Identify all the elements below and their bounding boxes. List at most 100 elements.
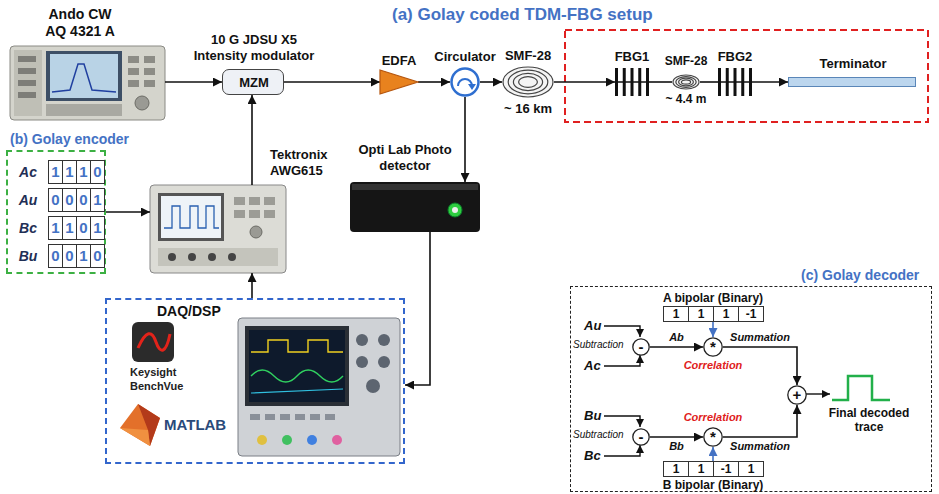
node-text: 0: [62, 188, 77, 212]
grating-bar: [615, 68, 618, 96]
bipolar-code-row: A bipolar (Binary)111-1: [663, 306, 763, 322]
bipolar-code-row: 11-11B bipolar (Binary): [663, 461, 763, 477]
laser-source: Ando CW AQ 4321 A: [10, 46, 165, 120]
grating-bar: [749, 68, 752, 96]
code-row: Au0001: [12, 188, 106, 212]
instrument-key: [234, 197, 245, 205]
node-text: (b) Golay encoder: [10, 131, 129, 148]
node-text: 1: [738, 461, 764, 477]
spool-ring: [676, 77, 696, 88]
connector: [712, 447, 714, 461]
connector: [650, 346, 703, 348]
connector: [712, 322, 714, 337]
connector-port: [188, 253, 196, 261]
connector: [464, 97, 466, 182]
connector: [418, 81, 450, 83]
node-text: 1: [90, 216, 105, 240]
node-text: EDFA: [382, 53, 417, 69]
terminator-bar: Terminator: [788, 77, 916, 87]
node-text: ~ 16 km: [504, 101, 552, 117]
annotation-label: Subtraction: [573, 339, 624, 351]
connector: [650, 436, 703, 438]
operator-circle: [633, 429, 649, 445]
grating-bar: [718, 68, 721, 96]
input-line: [604, 355, 640, 366]
node-text: -: [632, 428, 650, 446]
node-text: 0: [62, 244, 77, 268]
annotation-label: Bu: [584, 408, 601, 423]
node-text: 1: [48, 160, 63, 184]
operator-circle: [704, 338, 722, 356]
scope-button: [295, 414, 305, 420]
fiber-spool: SMF-28~ 16 km: [502, 66, 554, 98]
spool-ring: [519, 77, 538, 88]
instrument-body: [10, 46, 165, 120]
fbg-grating: FBG1: [615, 68, 649, 96]
node-text: 1: [713, 306, 739, 322]
instrument-button: [18, 68, 36, 74]
node-shape: [672, 74, 700, 90]
detector-top: [352, 184, 478, 190]
instrument-knob: [250, 226, 262, 238]
instrument-key: [249, 210, 260, 218]
operator-circle: [788, 386, 806, 404]
node-text: 1: [688, 461, 714, 477]
annotation-label: Ac: [584, 358, 601, 373]
spool-ring: [679, 78, 694, 86]
edge-label: Summation: [729, 440, 791, 453]
diagram-title: (a) Golay coded TDM-FBG setup: [392, 5, 653, 25]
instrument-key: [128, 56, 139, 63]
connector-port: [208, 253, 216, 261]
node-text: FBG2: [718, 49, 753, 65]
scope-input: [307, 435, 317, 445]
instrument-key: [144, 56, 155, 63]
subtraction-node: -: [632, 338, 650, 356]
instrument-button: [18, 92, 36, 98]
logo-wave: [138, 334, 170, 351]
waveform-trace: [164, 206, 219, 228]
decoded-pulse: [832, 376, 890, 400]
node-text: *: [703, 427, 723, 447]
connector: [554, 81, 615, 83]
instrument-screen: [161, 196, 221, 238]
scope-button: [310, 414, 320, 420]
spool-ring: [513, 73, 542, 90]
oscilloscope-screen: [249, 330, 345, 402]
node-text: 0: [76, 188, 91, 212]
scope-trace: [251, 389, 343, 393]
operator-circle: [704, 428, 722, 446]
node-text: (c) Golay decoder: [801, 267, 919, 284]
node-text: Ac: [12, 160, 44, 184]
detector-port-core: [452, 207, 458, 213]
grating-bar: [631, 68, 634, 96]
connector: [251, 95, 253, 185]
photodetector: Opti Lab Photo detector: [350, 182, 480, 232]
input-line: [604, 445, 640, 456]
instrument-panel: [14, 50, 42, 116]
connector: [480, 81, 502, 83]
node-text: +: [787, 385, 807, 405]
connector: [649, 81, 672, 83]
circulator-arrowhead: [468, 84, 476, 90]
node-text: SMF-28: [505, 48, 551, 64]
node-text: Bc: [12, 216, 44, 240]
node-text: Bu: [12, 244, 44, 268]
grating-bar: [741, 68, 744, 96]
node-text: Terminator: [820, 56, 887, 72]
edge-label: Ab: [668, 331, 685, 344]
node-text: 0: [90, 244, 105, 268]
modulator-box: 10 G JDSU X5 Intensity modulatorMZM: [222, 69, 284, 95]
input-line: [604, 326, 640, 337]
circulator-circle: Circulator: [450, 67, 480, 97]
node-text: 0: [48, 244, 63, 268]
node-text: Tektronix AWG615: [270, 147, 342, 179]
instrument-strip: [46, 104, 122, 116]
summation-node: +: [787, 385, 807, 405]
node-text: MZM: [223, 70, 285, 96]
screen-bezel: [245, 326, 349, 406]
edge-label: Bb: [668, 440, 685, 453]
scope-trace: [251, 370, 343, 382]
annotation-label: Au: [584, 318, 601, 333]
node-text: 1: [90, 188, 105, 212]
code-row: Ac1110: [12, 160, 106, 184]
